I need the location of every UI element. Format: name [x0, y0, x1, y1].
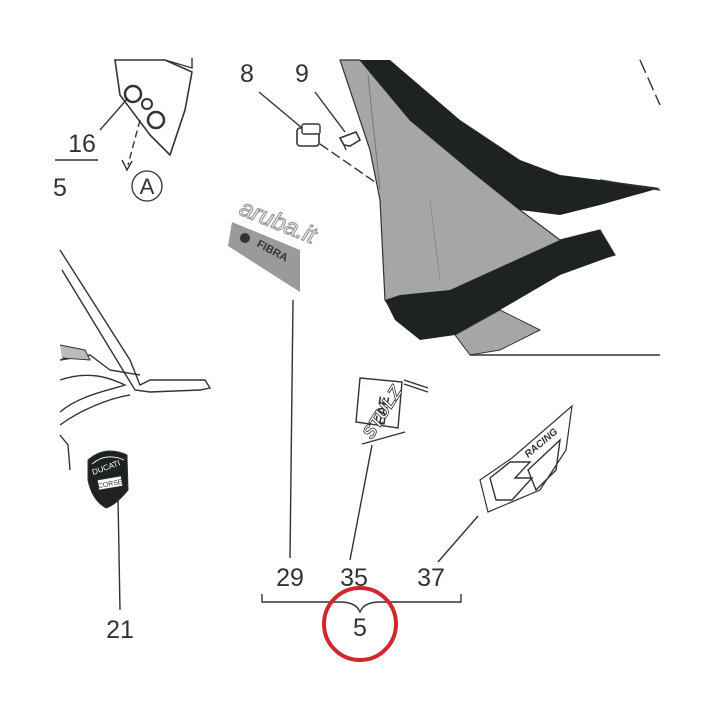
decal-fb-racing: RACING: [479, 404, 573, 513]
leader-29: [289, 299, 294, 559]
callout-37: 37: [417, 564, 445, 592]
callout-5-partial: 5: [53, 174, 67, 202]
view-a-label: A: [140, 174, 155, 199]
corse-text: CORSE: [97, 479, 123, 490]
highlight-circle: [322, 586, 398, 662]
decal-aruba-fibra: aruba.it FIBRA: [228, 194, 322, 292]
clip-part-9: [338, 130, 362, 151]
view-a-arrow: [127, 119, 141, 166]
callout-29: 29: [276, 564, 304, 592]
leader-8: [258, 91, 303, 129]
leader-16: [99, 97, 129, 131]
group-bracket: [261, 594, 462, 614]
fairing-panel: [339, 59, 661, 356]
bracket-part-16: [114, 58, 193, 157]
decal-ducati-corse-shield: DUCATI CORSE: [87, 450, 129, 509]
frame-outline: [59, 249, 212, 471]
clip-part-8: [296, 123, 376, 183]
callout-21: 21: [106, 616, 134, 644]
leader-9: [314, 91, 346, 133]
decal-eae-stulz: EAE STULZ: [355, 377, 429, 445]
leader-21: [117, 497, 121, 611]
eae-text: EAE: [372, 395, 393, 426]
callout-9: 9: [295, 60, 309, 88]
callout-group-5: 5: [353, 614, 367, 642]
view-a-circle: [131, 170, 163, 202]
leader-37: [437, 515, 479, 563]
callout-16: 16: [68, 130, 96, 158]
callout-8: 8: [240, 60, 254, 88]
leader-35: [349, 444, 373, 561]
